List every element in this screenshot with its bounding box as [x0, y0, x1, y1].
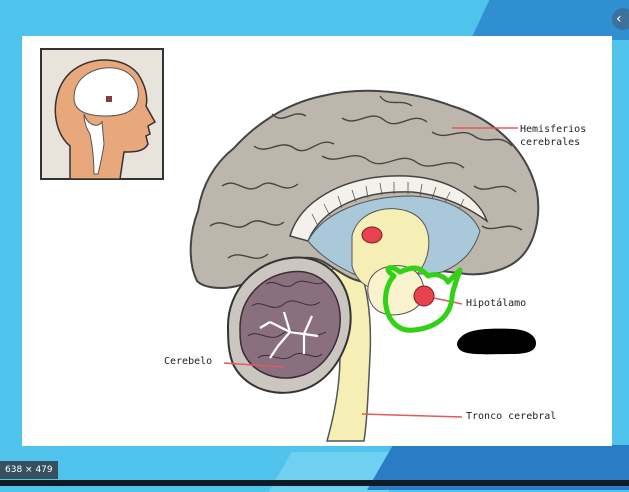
inset-brainstem — [83, 113, 105, 175]
corpus-callosum-hatching — [311, 182, 465, 227]
label-cerebellum: Cerebelo — [164, 356, 213, 367]
pointer-lines — [223, 127, 518, 418]
image-card: Hemisferios cerebrales Hipotálamo Cerebe… — [22, 36, 612, 446]
bottom-strip — [0, 480, 629, 486]
hypothalamus-region — [367, 265, 425, 316]
redaction-mark — [457, 328, 536, 355]
pineal-marker — [361, 226, 383, 244]
arbor-vitae — [259, 311, 319, 359]
label-hypothalamus: Hipotálamo — [466, 298, 527, 309]
label-hemispheres-2: cerebrales — [520, 137, 581, 148]
image-size-badge: 638 × 479 — [0, 461, 58, 479]
chevron-left-icon: ‹ — [616, 11, 622, 27]
background-stripe — [470, 0, 629, 40]
cerebellum — [226, 256, 352, 394]
previous-button[interactable]: ‹ — [612, 8, 629, 30]
inset-hypothalamus-marker — [106, 96, 112, 102]
inset-brain — [73, 67, 139, 117]
label-hemispheres-1: Hemisferios — [520, 124, 587, 135]
green-highlight-annotation — [383, 265, 463, 333]
label-brainstem: Tronco cerebral — [466, 411, 557, 422]
brain-diagram — [40, 48, 540, 442]
head-inset — [40, 48, 164, 180]
corpus-callosum — [289, 175, 489, 242]
hypothalamus-marker — [413, 285, 435, 307]
cortex-folds — [209, 95, 523, 259]
